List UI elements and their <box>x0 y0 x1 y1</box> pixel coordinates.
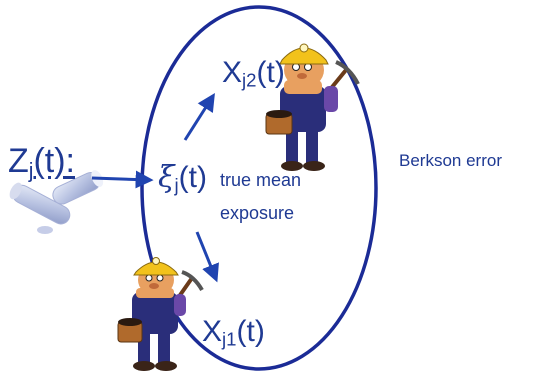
z-subscript: j <box>28 159 34 183</box>
miner-top-icon <box>265 43 360 171</box>
observed-exposure-label: Zj(t): <box>8 142 75 183</box>
berkson-error-label: Berkson error <box>399 151 502 170</box>
xj1-argument: (t) <box>236 315 265 348</box>
exposure-text: exposure <box>220 203 295 223</box>
true-exposure-label: ξj(t) <box>158 160 207 197</box>
true-mean-text: true mean <box>220 170 302 190</box>
xj1-label: Xj1(t) <box>202 315 265 351</box>
xi-argument: (t) <box>178 161 207 194</box>
z-argument: (t): <box>33 142 76 180</box>
xj2-subscript: j2 <box>242 69 257 91</box>
xi-subscript: j <box>174 174 179 196</box>
xj2-argument: (t) <box>256 56 285 89</box>
xj2-symbol: X <box>222 56 243 89</box>
xi-symbol: ξ <box>158 160 175 195</box>
arrow-z-to-xi <box>91 170 154 189</box>
z-symbol: Z <box>8 142 29 180</box>
arrow-xi-to-xj1 <box>195 231 219 283</box>
arrow-xi-to-xj2 <box>183 92 215 141</box>
miner-bottom-icon <box>117 257 204 371</box>
xj1-symbol: X <box>202 315 223 348</box>
xj2-label: Xj2(t) <box>222 56 285 92</box>
xj1-subscript: j1 <box>222 328 237 350</box>
